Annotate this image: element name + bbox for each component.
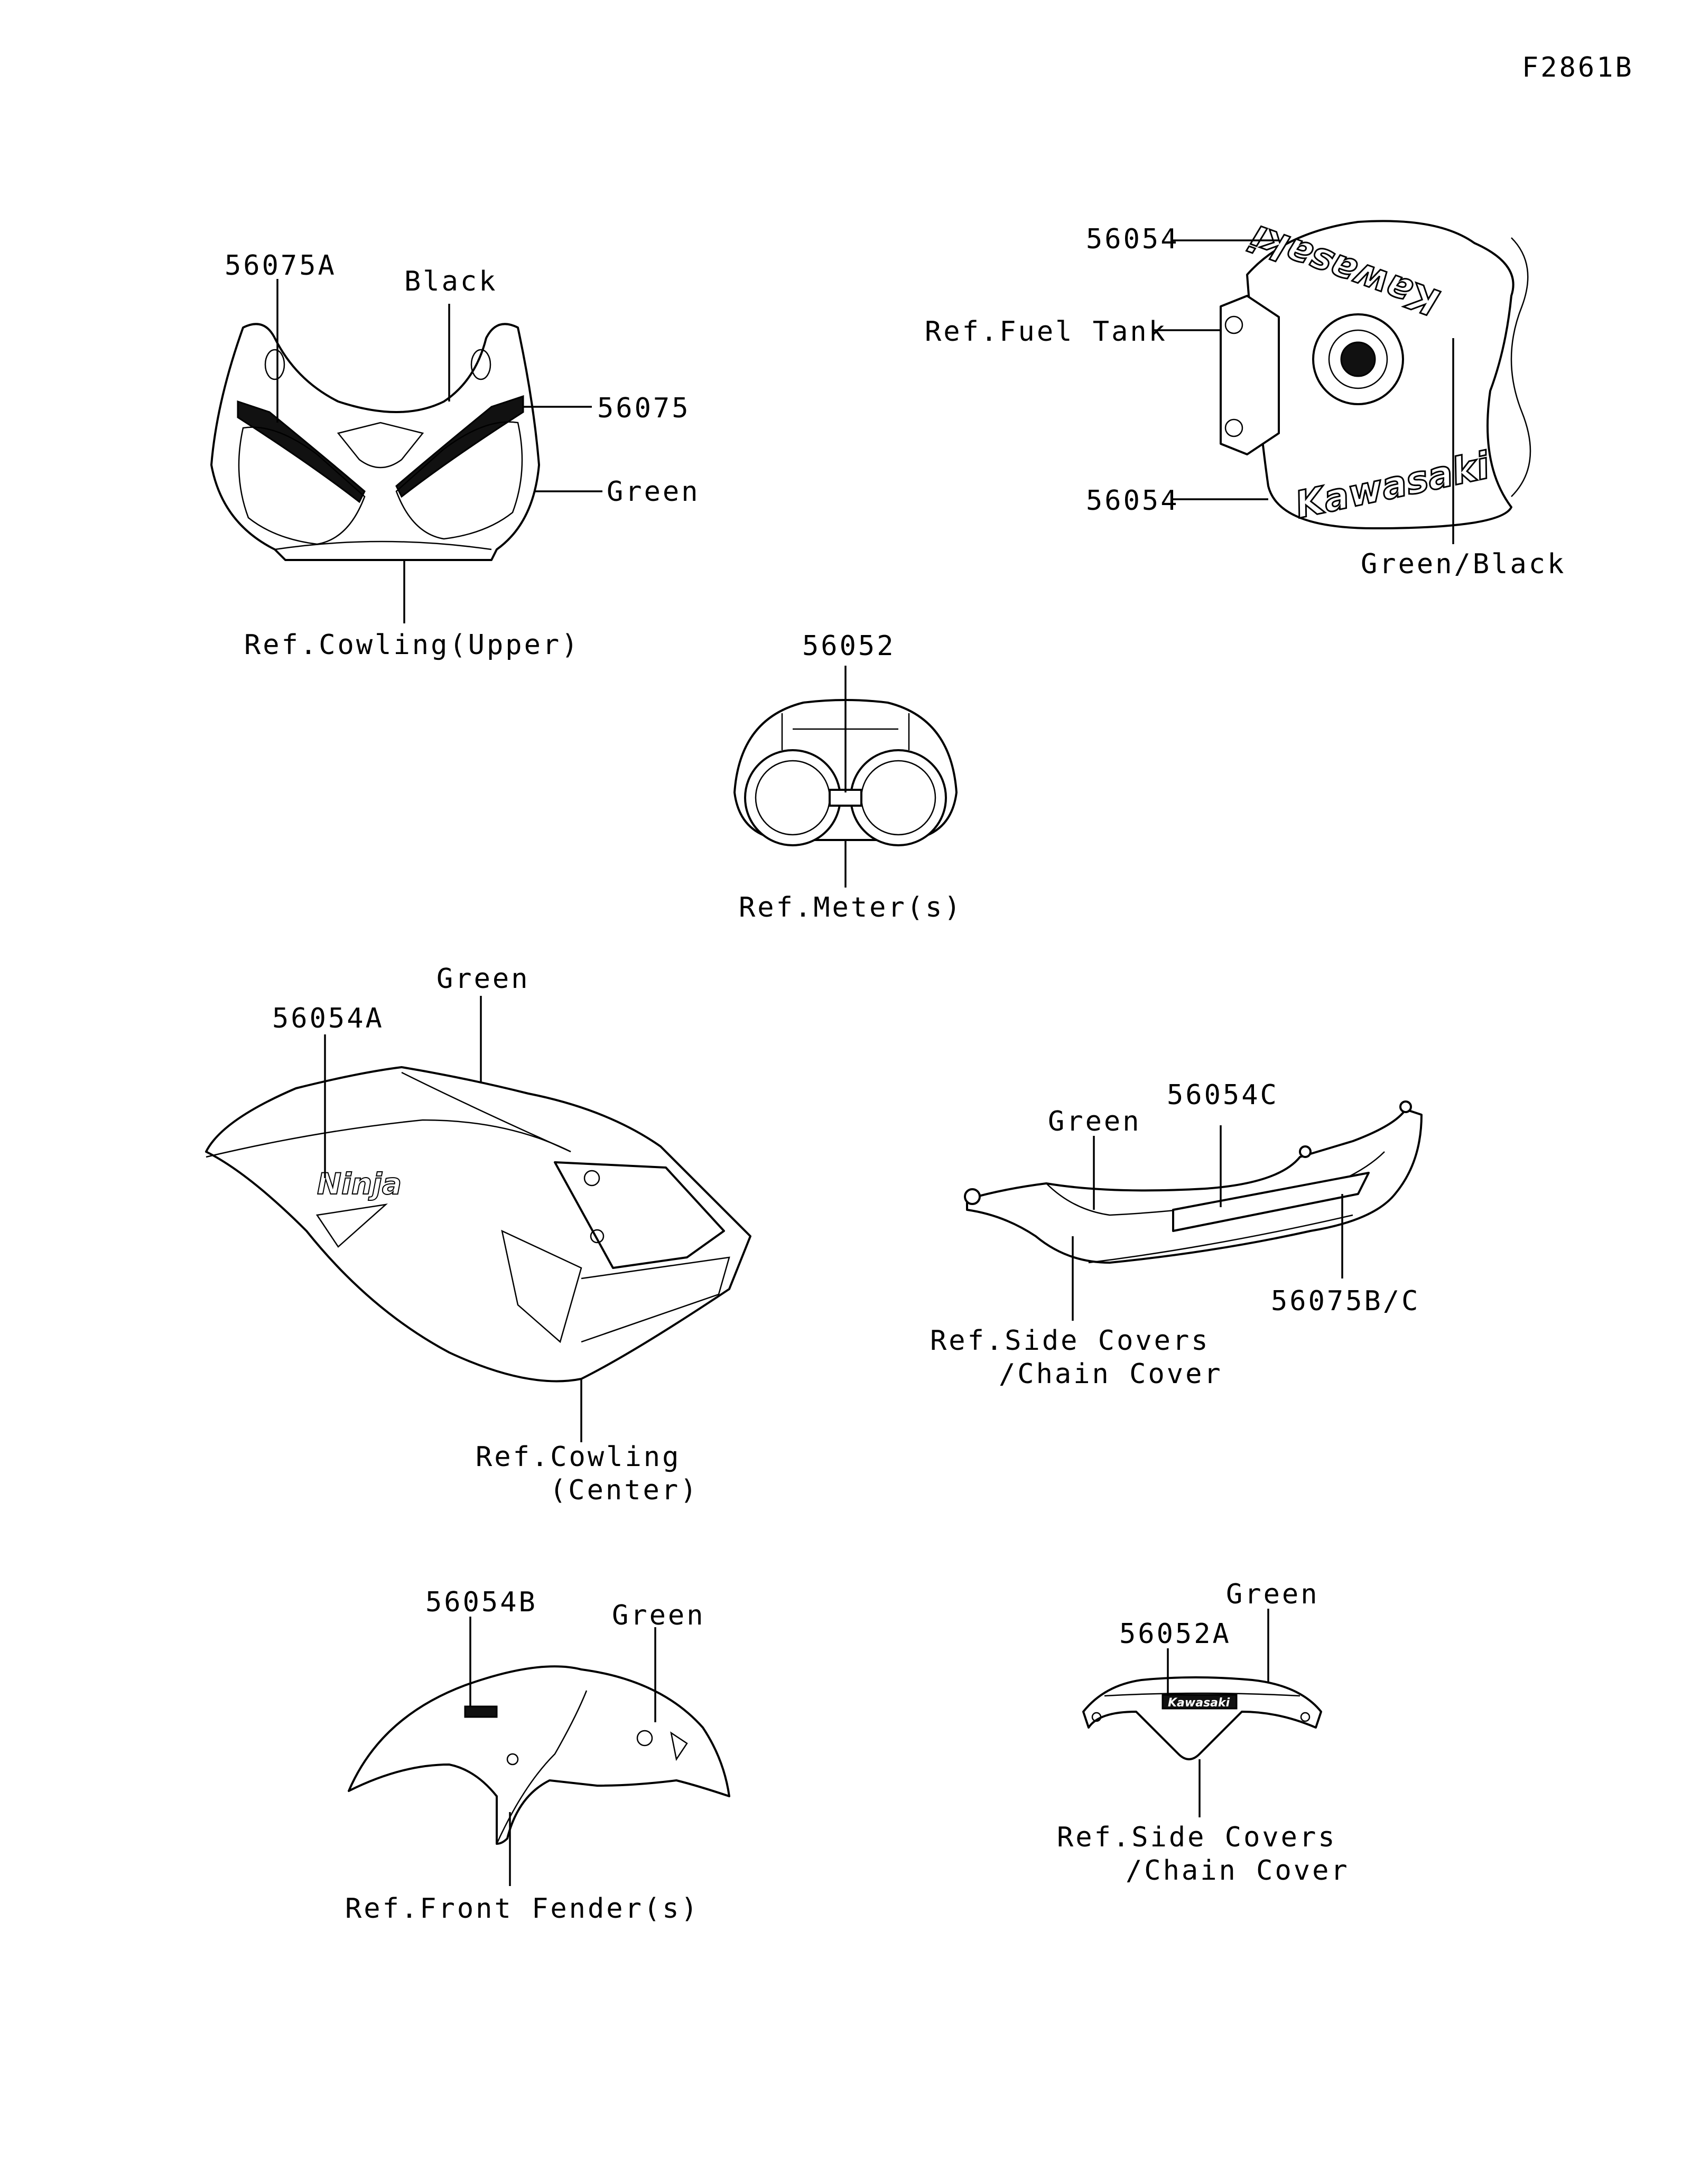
color-label-green: Green: [607, 476, 700, 508]
color-label-green: Green: [1226, 1579, 1320, 1610]
part-number-56054b: 56054B: [425, 1586, 537, 1618]
ref-side-covers-line2: /Chain Cover: [999, 1358, 1223, 1390]
figure-id: F2861B: [1522, 52, 1634, 83]
ref-side-covers-line1: Ref.Side Covers: [930, 1325, 1210, 1357]
color-label-green: Green: [612, 1600, 705, 1631]
part-number-56052a: 56052A: [1119, 1618, 1231, 1650]
center-cowling-drawing: Ninja: [205, 1066, 751, 1383]
part-number-56054-top: 56054: [1086, 223, 1179, 255]
ref-cowling-upper: Ref.Cowling(Upper): [244, 629, 580, 661]
color-label-green: Green: [1048, 1106, 1141, 1137]
ref-chain-cover-line1: Ref.Side Covers: [1057, 1822, 1337, 1853]
ninja-decal: Ninja: [317, 1167, 402, 1201]
part-number-56075: 56075: [597, 393, 691, 424]
ref-meter: Ref.Meter(s): [739, 892, 963, 923]
kawasaki-decal-small: Kawasaki: [1168, 1696, 1230, 1710]
color-label-black: Black: [404, 266, 498, 297]
part-number-56054a: 56054A: [272, 1003, 384, 1034]
ref-front-fender: Ref.Front Fender(s): [345, 1893, 700, 1925]
front-fender-drawing: [348, 1665, 730, 1845]
ref-cowling-center-line1: Ref.Cowling: [476, 1441, 681, 1473]
ref-cowling-center-line2: (Center): [550, 1474, 699, 1506]
fuel-tank-drawing: Kawasaki Kawasaki: [1220, 215, 1531, 529]
ref-chain-cover-line2: /Chain Cover: [1126, 1855, 1350, 1887]
part-number-56054-bottom: 56054: [1086, 485, 1179, 517]
part-number-56054c: 56054C: [1167, 1079, 1279, 1111]
color-label-green: Green: [436, 963, 530, 995]
upper-cowling-drawing: [210, 323, 540, 561]
chain-cover-drawing: Kawasaki: [1082, 1676, 1322, 1760]
part-number-56075a: 56075A: [225, 250, 337, 282]
side-covers-drawing: [964, 1100, 1423, 1264]
part-number-56075b-c: 56075B/C: [1271, 1285, 1420, 1317]
part-number-56052: 56052: [802, 630, 896, 662]
ref-fuel-tank: Ref.Fuel Tank: [925, 316, 1167, 348]
color-label-green-black: Green/Black: [1361, 548, 1566, 580]
